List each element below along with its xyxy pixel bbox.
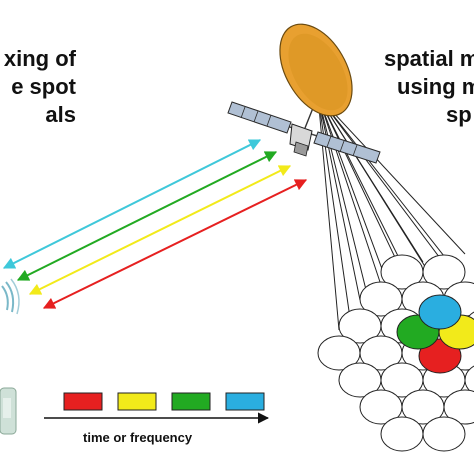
- spot-cell: [464, 365, 474, 395]
- beam-line: [317, 95, 351, 319]
- time-block-red: [63, 392, 103, 411]
- beam-line: [317, 95, 466, 255]
- left-caption-line2: e spot: [11, 74, 76, 99]
- time-block-blue: [225, 392, 265, 411]
- beam-line: [317, 95, 445, 257]
- right-caption-line1: spatial m: [384, 46, 474, 71]
- spot-cell: [422, 254, 466, 290]
- time-block-green: [171, 392, 211, 411]
- beam-line: [317, 95, 403, 273]
- time-block-yellow: [117, 392, 157, 411]
- beam-line: [317, 95, 393, 297]
- beam-line: [317, 95, 382, 286]
- spot-cell: [380, 416, 424, 452]
- dish-reflector-icon: [279, 23, 353, 117]
- right-caption-line2: using m: [397, 74, 474, 99]
- signal-link-cyan: [2, 139, 262, 269]
- spot-cell: [422, 416, 466, 452]
- signal-links: [2, 139, 308, 309]
- right-caption-line3: sp: [446, 102, 472, 127]
- beam-lines: [317, 95, 466, 331]
- colored-spot-cell: [418, 294, 462, 330]
- signal-link-green: [16, 151, 278, 281]
- left-caption-line1: xing of: [3, 46, 76, 71]
- axis-label: time or frequency: [83, 430, 193, 445]
- signal-link-yellow: [28, 165, 292, 295]
- time-frequency-blocks: [63, 392, 265, 411]
- satellite-icon: [227, 101, 381, 164]
- spot-cell: [443, 389, 474, 425]
- spot-beam-cells: [317, 254, 474, 452]
- left-caption-line3: als: [45, 102, 76, 127]
- user-terminal-icon: [1, 278, 20, 315]
- ground-device-icon: [0, 387, 17, 435]
- beam-line: [317, 95, 459, 283]
- beam-line: [317, 95, 437, 285]
- signal-link-red: [42, 179, 308, 309]
- beam-line: [317, 95, 371, 307]
- beam-line: [317, 95, 361, 301]
